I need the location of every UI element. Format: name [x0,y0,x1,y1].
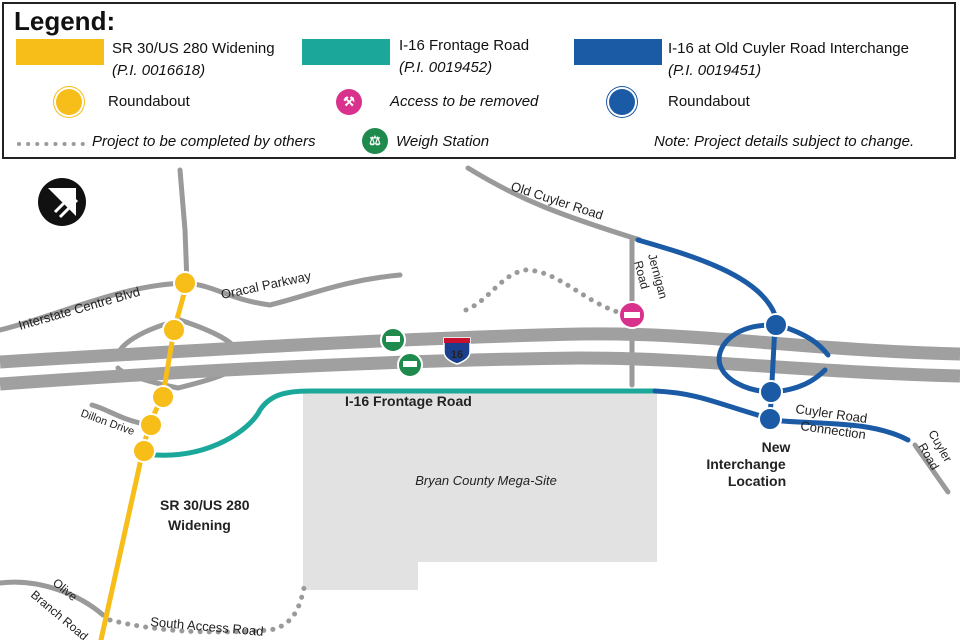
new-interchange-label-2: Interchange [706,456,786,472]
old-cuyler-road [465,165,643,243]
project-map: 16 Interstate Centre Blvd Oracal Parkway… [0,165,960,640]
access-removed-map-icon [618,301,646,329]
access-removed-label: Access to be removed [390,93,539,110]
frontage-label: I-16 Frontage Road [399,37,530,54]
megasite-label: Bryan County Mega-Site [415,473,557,488]
others-label: Project to be completed by others [92,133,316,150]
sr30-map-label-2: Widening [168,517,231,533]
south-access-label: South Access Road [150,614,264,639]
roundabout-yellow-3 [151,385,175,409]
weigh-station-icon: ⚖ [362,128,388,154]
roundabout-yellow-4 [139,413,163,437]
roundabout-blue-label: Roundabout [668,93,750,110]
mega-site-area [303,393,657,590]
roundabout-yellow-5 [132,439,156,463]
i16-shield-icon: 16 [443,337,471,365]
dotted-line-icon [17,142,88,146]
sr30-pi: (P.I. 0016618) [112,62,206,79]
access-removed-icon: ⚒ [336,89,362,115]
interchange-main-stem [767,322,778,423]
new-interchange-label-1: New [762,439,791,455]
weigh-station-label: Weigh Station [396,133,490,150]
interstate-centre-road [0,280,188,333]
interchange-north-link [635,237,778,318]
roundabout-yellow-2 [162,318,186,342]
interstate-centre-label: Interstate Centre Blvd [17,284,142,333]
cuyler-connection [767,417,911,443]
interchange-label: I-16 at Old Cuyler Road Interchange [668,40,909,57]
weigh-station-2-icon [397,352,423,378]
interchange-frontage-link [652,388,771,421]
sr30-swatch [16,39,104,65]
new-interchange-label-3: Location [728,473,786,489]
roundabout-yellow-1 [173,271,197,295]
frontage-pi: (P.I. 0019452) [399,59,493,76]
weigh-station-1-icon [380,327,406,353]
north-arrow-icon [38,178,86,226]
interchange-loop-west [716,322,775,395]
map-legend: Legend: SR 30/US 280 Widening (P.I. 0016… [2,2,956,159]
frontage-road-line [152,388,658,458]
roundabout-blue-icon [609,89,635,115]
roundabout-blue-3 [758,407,782,431]
roundabout-yellow-icon [56,89,82,115]
dotted-road-north [463,267,631,318]
oracal-road [182,272,403,308]
legend-title: Legend: [14,6,116,36]
shield-number: 16 [451,349,463,361]
roundabout-blue-1 [764,313,788,337]
cuyler-road-east [912,442,951,495]
interchange-swatch [574,39,662,65]
legend-note: Note: Project details subject to change. [654,133,915,150]
north-road [177,167,190,286]
interchange-pi: (P.I. 0019451) [668,62,762,79]
frontage-map-label: I-16 Frontage Road [345,393,472,409]
i16-eastbound [0,351,960,391]
olive-branch-road [0,579,106,618]
dotted-south-access [107,585,307,635]
frontage-swatch [302,39,390,65]
sr30-label: SR 30/US 280 Widening [112,40,275,57]
roundabout-yellow-label: Roundabout [108,93,190,110]
olive-label-2: Branch Road [28,588,91,640]
sr30-map-label-1: SR 30/US 280 [160,497,250,513]
roundabout-blue-2 [759,380,783,404]
